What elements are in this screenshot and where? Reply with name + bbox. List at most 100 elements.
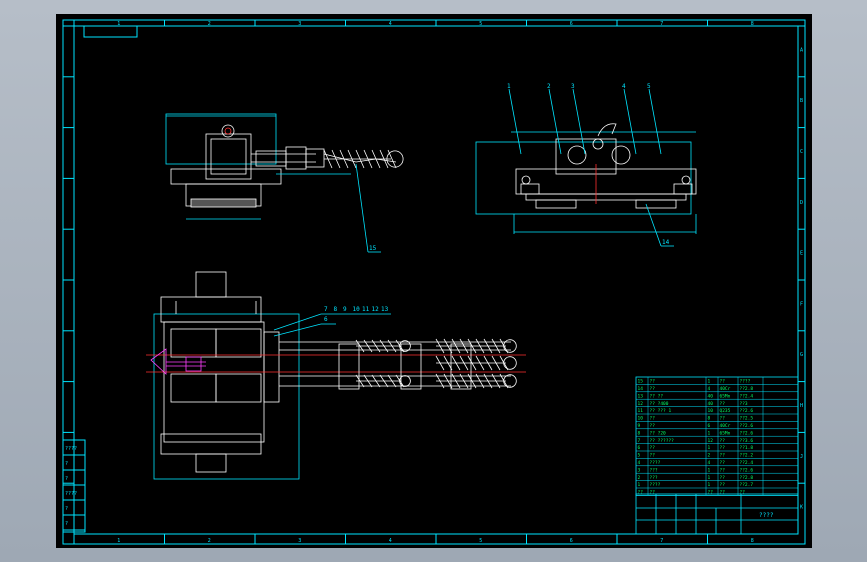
bom-cell: ?? xyxy=(650,379,656,385)
zone-number-bottom: 3 xyxy=(298,538,301,544)
bom-cell: 11 xyxy=(638,408,644,414)
bom-cell: 12 xyxy=(708,438,714,444)
bom-cell: ?? xyxy=(650,423,656,429)
outer-frame xyxy=(62,19,806,545)
auger-plan xyxy=(355,338,517,389)
zone-letter: J xyxy=(800,454,803,460)
bom-cell: ?? xyxy=(650,445,656,451)
bom-cell: ?? xyxy=(720,379,726,385)
zone-letter: A xyxy=(800,47,803,53)
bom-cell: ??1.8 xyxy=(740,445,754,451)
bom-cell: 6 xyxy=(708,423,711,429)
elevation-view-left xyxy=(165,113,397,220)
bom-cell: 7 xyxy=(638,438,641,444)
balloon-plan: 11 xyxy=(362,306,370,313)
zone-number-top: 3 xyxy=(298,21,301,27)
bom-cell: 4 xyxy=(708,386,711,392)
bom-cell: 40 xyxy=(708,393,714,399)
zone-letter: H xyxy=(800,403,803,409)
bom-cell: 1 xyxy=(708,445,711,451)
left-strip-cell: ? xyxy=(65,476,68,482)
balloon-15: 15 xyxy=(369,245,377,252)
zone-number-top: 1 xyxy=(117,21,120,27)
balloon-plan: 13 xyxy=(381,306,389,313)
bom-cell: ?? xyxy=(720,490,726,496)
bom-cell: ?? ?? xyxy=(650,393,664,399)
zone-number-bottom: 8 xyxy=(751,538,754,544)
zone-letter: K xyxy=(800,505,803,511)
zone-number-top: 7 xyxy=(660,21,663,27)
bom-cell: 9 xyxy=(638,423,641,429)
bom-cell: 5 xyxy=(638,453,641,459)
bom-cell: 15 xyxy=(638,379,644,385)
zone-number-bottom: 5 xyxy=(479,538,482,544)
balloon-side: 4 xyxy=(622,83,626,90)
bom-cell: ??2.4 xyxy=(740,393,754,399)
left-binding-strip: ???????????? xyxy=(62,439,86,533)
balloon-side: 2 xyxy=(547,83,551,90)
balloon-plan: 7 xyxy=(324,306,328,313)
left-strip-cell: ? xyxy=(65,461,68,467)
bom-cell: ??2.6 xyxy=(740,423,754,429)
balloon-plan: 12 xyxy=(372,306,380,313)
left-strip-cell: ? xyxy=(65,521,68,527)
bom-cell: ??2.8 xyxy=(740,475,754,481)
bom-cell: 1 xyxy=(708,467,711,473)
title-block-name: ???? xyxy=(759,512,774,519)
bom-cell: ??3.6 xyxy=(740,438,754,444)
bom-cell: ??2.7 xyxy=(740,482,754,488)
bom-cell: ??3 xyxy=(740,401,748,407)
balloon-plan: 9 xyxy=(343,306,347,313)
balloon-plan: 8 xyxy=(334,306,338,313)
zone-letter: D xyxy=(800,200,803,206)
balloon-6: 6 xyxy=(324,316,328,323)
bom-cell: ??2.6 xyxy=(740,467,754,473)
bom-cell: 2 xyxy=(638,475,641,481)
bom-cell: 14 xyxy=(638,386,644,392)
bom-cell: ??2.6 xyxy=(740,408,754,414)
bom-cell: ?? ??? 1 xyxy=(650,408,672,414)
bom-cell: 1 xyxy=(708,475,711,481)
zone-letter: F xyxy=(800,301,803,307)
bom-cell: ?? xyxy=(638,490,644,496)
bom-cell: 40Cr xyxy=(720,423,731,429)
balloon-plan: 10 xyxy=(353,306,361,313)
bom-cell: 40Cr xyxy=(720,386,731,392)
bom-cell: ?? ?20 xyxy=(650,430,667,436)
bom-cell: ?? xyxy=(720,482,726,488)
bom-cell: ?? xyxy=(720,401,726,407)
zone-number-bottom: 1 xyxy=(117,538,120,544)
bom-cell: 4 xyxy=(638,460,641,466)
zone-number-bottom: 7 xyxy=(660,538,663,544)
zone-number-bottom: 2 xyxy=(208,538,211,544)
bom-cell: ???? xyxy=(740,379,751,385)
zone-letter: G xyxy=(800,352,803,358)
zone-number-top: 2 xyxy=(208,21,211,27)
bom-cell: 10 xyxy=(638,416,644,422)
bom-cell: ?? ?????? xyxy=(650,438,675,444)
bom-cell: 13 xyxy=(638,393,644,399)
bom-cell: 6 xyxy=(638,445,641,451)
auger-elevation xyxy=(323,149,404,169)
zone-letter: B xyxy=(800,98,803,104)
bom-cell: ?? ?400 xyxy=(650,401,669,407)
bom-cell: 1 xyxy=(708,379,711,385)
bom-cell: 12 xyxy=(638,401,644,407)
bom-cell: ??? xyxy=(650,467,658,473)
bom-cell: ?? xyxy=(720,460,726,466)
corner-label-box xyxy=(83,25,138,38)
bom-cell: ?? xyxy=(650,490,656,496)
bom-cell: ?? xyxy=(650,453,656,459)
balloon-side: 5 xyxy=(647,83,651,90)
bom-cell: 65Mn xyxy=(720,430,731,436)
bom-cell: ?? xyxy=(740,490,746,496)
balloon-side: 1 xyxy=(507,83,511,90)
bom-cell: ??? xyxy=(650,475,658,481)
bom-cell: ???? xyxy=(650,460,661,466)
